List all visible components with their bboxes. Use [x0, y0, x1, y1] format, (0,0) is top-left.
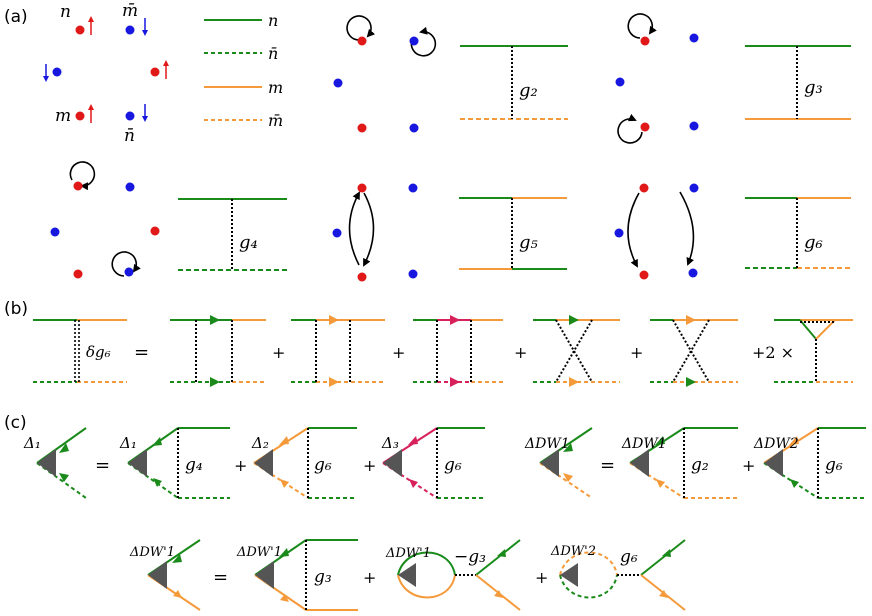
line-legend: n n̄ m m̄	[204, 11, 283, 130]
plus-sign: +	[742, 456, 755, 475]
coupling-g6: g₆	[825, 455, 843, 475]
delta3-g6-diagram: Δ₃ g₆	[381, 427, 485, 499]
dwp1-vertex: ΔDW'1	[129, 539, 201, 611]
coupling-g3: g₃	[804, 77, 823, 98]
plus-sign: +	[363, 456, 376, 475]
plus-sign: +	[630, 343, 643, 362]
coupling-g4: g₄	[239, 232, 258, 253]
delta2-g6-diagram: Δ₂ g₆	[251, 427, 357, 499]
coupling-g2: g₂	[691, 455, 709, 475]
process-g2: g₂	[333, 15, 568, 133]
delta1-vertex: Δ₁	[23, 427, 87, 499]
site-mbar-dot	[125, 25, 135, 35]
factor-two-prefix: +2 ×	[752, 343, 794, 362]
site-m-label: m	[55, 106, 71, 126]
dwp1-label: ΔDW'1	[236, 545, 282, 560]
site-square: n m̄ m n̄	[43, 1, 169, 146]
diagram-b2	[291, 315, 385, 387]
site-dot	[52, 67, 62, 77]
dw2-label: ΔDW2	[753, 436, 799, 452]
dwp2-bubble-diagram: ΔDW'2 g₆	[550, 539, 686, 611]
process-g6: g₆	[614, 183, 851, 280]
dw1-vertex: ΔDW1	[524, 427, 593, 499]
coupling-g5: g₅	[519, 232, 538, 253]
equals-sign: =	[600, 455, 615, 476]
diagram-b4	[533, 315, 620, 387]
process-g5: g₅	[332, 183, 567, 282]
plus-sign: +	[514, 343, 527, 362]
delta3-label: Δ₃	[381, 434, 399, 452]
panel-label-a: (a)	[4, 7, 28, 27]
dw1-label: ΔDW1	[524, 436, 570, 452]
panel-label-c: (c)	[4, 413, 27, 433]
coupling-g6: g₆	[804, 232, 823, 253]
dwp1-label: ΔDW'1	[385, 546, 431, 561]
coupling-g2: g₂	[519, 80, 538, 101]
dwp1-bubble-diagram: ΔDW'1 −g₃	[385, 539, 521, 611]
diagram-b6	[774, 319, 853, 383]
process-g4: g₄	[50, 161, 287, 279]
plus-sign: +	[535, 568, 548, 587]
equals-sign: =	[213, 567, 228, 588]
site-dot	[150, 67, 160, 77]
dw1-g2-diagram: ΔDW1 g₂	[621, 427, 738, 499]
process-g3: g₃	[615, 13, 851, 144]
plus-sign: +	[234, 456, 247, 475]
legend-mbar-label: m̄	[268, 111, 283, 130]
dwp2-label: ΔDW'2	[550, 544, 596, 559]
panel-label-b: (b)	[4, 299, 28, 319]
equals-sign: =	[134, 342, 149, 363]
coupling-g6: g₆	[620, 547, 638, 567]
dw1-label: ΔDW1	[621, 436, 667, 452]
legend-nbar-label: n̄	[268, 44, 278, 63]
site-nbar-dot	[125, 111, 135, 121]
coupling-g4: g₄	[185, 455, 203, 475]
dwp1-label: ΔDW'1	[129, 545, 175, 560]
coupling-g6: g₆	[444, 455, 462, 475]
site-mbar-label: m̄	[122, 1, 138, 21]
plus-sign: +	[363, 568, 376, 587]
site-nbar-label: n̄	[124, 126, 135, 146]
dwp1-g3-diagram: ΔDW'1 g₃	[236, 539, 358, 611]
site-n-dot	[75, 25, 85, 35]
delta1-label: Δ₁	[119, 434, 137, 452]
dw2-g6-diagram: ΔDW2 g₆	[753, 427, 866, 499]
coupling-g6: g₆	[314, 455, 332, 475]
legend-n-label: n	[268, 11, 278, 30]
plus-sign: +	[272, 343, 285, 362]
coupling-g3: g₃	[314, 567, 332, 587]
site-n-label: n	[60, 2, 71, 22]
delta1-label: Δ₁	[23, 434, 41, 452]
diagram-b5	[650, 315, 738, 387]
plus-sign: +	[392, 343, 405, 362]
delta1-g4-diagram: Δ₁ g₄	[119, 427, 230, 499]
diagram-b3	[413, 315, 503, 387]
delta2-label: Δ₂	[251, 434, 269, 452]
delta-g6-lhs: δg₆	[33, 319, 127, 383]
coupling-minus-g3: −g₃	[454, 547, 486, 567]
equals-sign: =	[95, 455, 110, 476]
delta-g6-label: δg₆	[86, 343, 111, 361]
diagram-b1	[170, 315, 266, 387]
legend-m-label: m	[268, 78, 283, 97]
site-m-dot	[75, 111, 85, 121]
